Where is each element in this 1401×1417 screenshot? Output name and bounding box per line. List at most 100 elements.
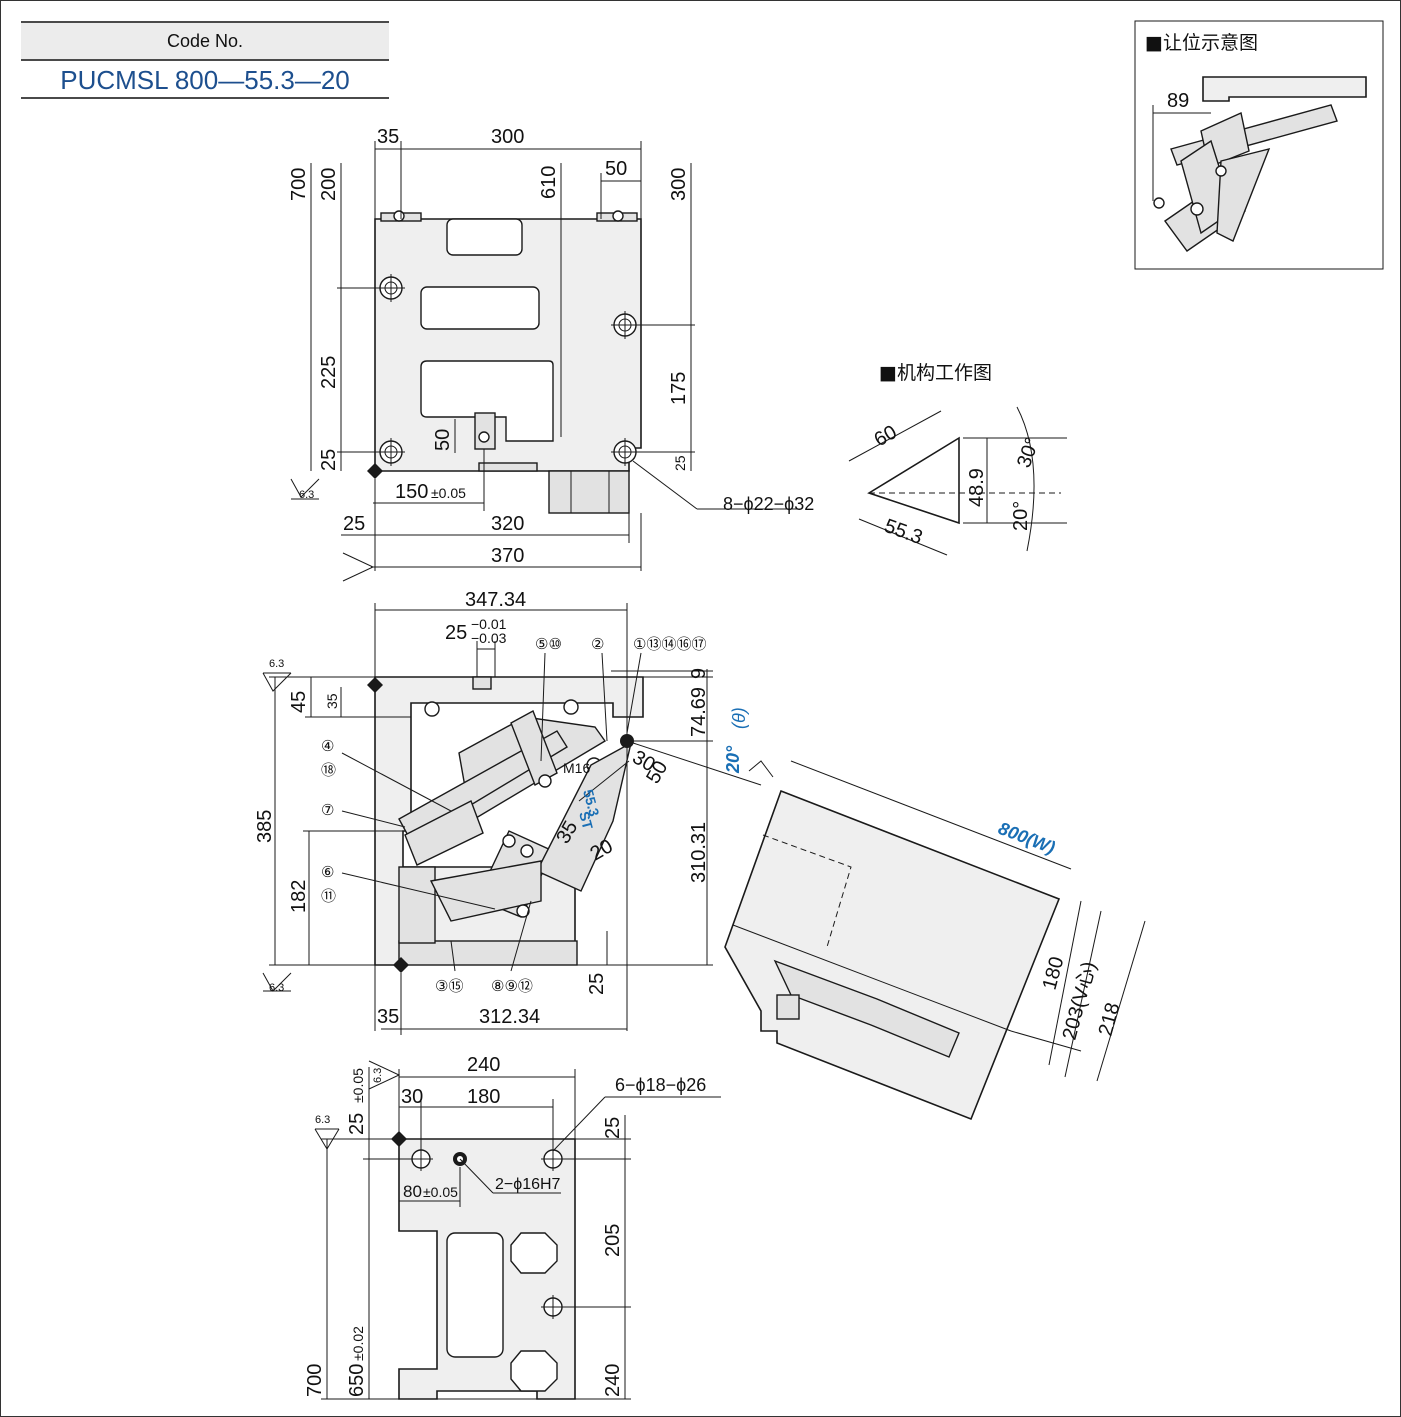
dim-80: 80 xyxy=(403,1182,422,1201)
dim-240: 240 xyxy=(467,1054,500,1076)
dim-50-key: 50 xyxy=(432,429,454,451)
callout-6: ⑥ xyxy=(321,864,334,881)
clearance-inset xyxy=(1134,20,1384,270)
clearance-labels: ■让位示意图 89 xyxy=(1145,32,1258,112)
clearance-dim-89: 89 xyxy=(1167,90,1189,112)
angle-20: 20° xyxy=(723,745,743,774)
top-view-cutout-3 xyxy=(420,360,554,442)
dim-370: 370 xyxy=(491,545,524,567)
workpiece xyxy=(724,760,1146,1121)
dim-35-side: 35 xyxy=(324,693,340,709)
dim-80-tol: ±0.05 xyxy=(423,1184,458,1200)
dim-700: 700 xyxy=(288,168,310,201)
dim-25-left: 25 xyxy=(318,449,340,471)
dim-240-bottom: 240 xyxy=(602,1364,624,1397)
roughness-label: 6.3 xyxy=(269,658,284,670)
dim-25-foot: 25 xyxy=(586,973,608,995)
dim-700: 700 xyxy=(304,1364,326,1397)
mechanism-diagram xyxy=(848,406,1067,556)
dim-175: 175 xyxy=(668,372,690,405)
roughness-label: 6.3 xyxy=(315,1114,330,1126)
roughness-label: 6.3 xyxy=(299,489,314,501)
dim-9: 9 xyxy=(688,668,710,679)
dim-25-right: 25 xyxy=(672,455,688,471)
workpiece-panel xyxy=(724,789,1061,1121)
mounting-hole xyxy=(377,438,405,466)
wp-dim-218: 218 xyxy=(1095,1000,1125,1038)
dim-25-key: 25 xyxy=(445,622,467,644)
mech-angle-30: 30° xyxy=(1013,435,1044,471)
callout-5: ⑤⑩ xyxy=(535,636,562,653)
clearance-inset-frame xyxy=(1134,20,1384,270)
top-view-block xyxy=(548,470,630,514)
top-view xyxy=(310,141,801,571)
dim-30: 30 xyxy=(401,1086,423,1108)
dim-225: 225 xyxy=(318,356,340,389)
hole-spec-8: 8−ϕ22−ϕ32 xyxy=(723,494,814,514)
dim-650-tol: ±0.02 xyxy=(350,1326,366,1361)
roughness-label: 6.3 xyxy=(372,1068,384,1083)
dim-385: 385 xyxy=(254,810,276,843)
side-view-labels: 347.34 25 −0.01 −0.03 9 74.69 45 35 385 … xyxy=(254,589,749,1028)
side-view xyxy=(269,603,762,1035)
roughness-label: 6.3 xyxy=(269,982,284,994)
top-view-labels: 35 300 50 700 200 610 300 225 175 50 25 … xyxy=(288,126,814,567)
top-view-key xyxy=(474,412,496,450)
dim-610: 610 xyxy=(538,166,560,199)
dim-7469: 74.69 xyxy=(688,687,710,737)
thread-m16: M16 xyxy=(563,760,590,776)
clearance-title: ■让位示意图 xyxy=(1145,32,1258,54)
dim-150-tol: ±0.05 xyxy=(431,485,466,501)
dim-25-left: 25 xyxy=(346,1113,368,1135)
top-view-cutout-1 xyxy=(446,218,523,256)
dim-205: 205 xyxy=(602,1224,624,1257)
dim-34734: 347.34 xyxy=(465,589,526,611)
dim-300-right: 300 xyxy=(668,168,690,201)
mech-dim-553: 55.3 xyxy=(881,515,925,549)
callout-2: ② xyxy=(591,636,604,653)
mounting-hole xyxy=(611,311,639,339)
callout-8: ⑧⑨⑫ xyxy=(491,978,533,995)
tol-lower: −0.03 xyxy=(471,630,507,646)
tol-upper: −0.01 xyxy=(471,616,507,632)
callout-4: ④ xyxy=(321,738,334,755)
dim-35: 35 xyxy=(377,126,399,148)
roughness-symbol xyxy=(262,478,774,1150)
mech-dim-489: 48.9 xyxy=(966,468,988,507)
dim-150: 150 xyxy=(395,481,428,503)
callout-11: ⑪ xyxy=(321,888,336,905)
callout-3: ③⑮ xyxy=(435,978,463,995)
top-view-cutout-2 xyxy=(420,286,540,330)
dim-45: 45 xyxy=(288,691,310,713)
stroke-553: 55.3 xyxy=(580,788,603,819)
dim-31234: 312.34 xyxy=(479,1006,540,1028)
dim-50: 50 xyxy=(605,158,627,180)
dim-25-bottom: 25 xyxy=(343,513,365,535)
mounting-hole xyxy=(541,1295,565,1319)
mechanism-title: ■机构工作图 xyxy=(879,362,992,384)
dim-180: 180 xyxy=(467,1086,500,1108)
dim-320: 320 xyxy=(491,513,524,535)
callout-7: ⑦ xyxy=(321,802,334,819)
dim-35-foot: 35 xyxy=(377,1006,399,1028)
dim-300: 300 xyxy=(491,126,524,148)
callout-18: ⑱ xyxy=(321,762,336,779)
code-label: Code No. xyxy=(21,21,389,61)
stroke-st: ST xyxy=(576,810,596,832)
dim-200: 200 xyxy=(318,168,340,201)
bottom-view xyxy=(321,1067,721,1400)
callout-1: ①⑬⑭⑯⑰ xyxy=(633,636,706,653)
dim-182: 182 xyxy=(288,880,310,913)
dim-25-tol: ±0.05 xyxy=(350,1068,366,1103)
mech-angle-20: 20° xyxy=(1010,501,1032,531)
bottom-view-labels: 240 30 180 6−ϕ18−ϕ26 25 ±0.05 25 80 ±0.0… xyxy=(304,1054,706,1397)
dim-31031: 310.31 xyxy=(688,822,710,883)
dim-25-right: 25 xyxy=(602,1117,624,1139)
mechanism-labels: ■机构工作图 60 55.3 48.9 30° 20° xyxy=(871,362,1045,549)
dim-650: 650 xyxy=(346,1364,368,1397)
datum-mark xyxy=(367,463,383,479)
mounting-hole xyxy=(377,274,405,302)
hole-spec-6: 6−ϕ18−ϕ26 xyxy=(615,1075,706,1095)
